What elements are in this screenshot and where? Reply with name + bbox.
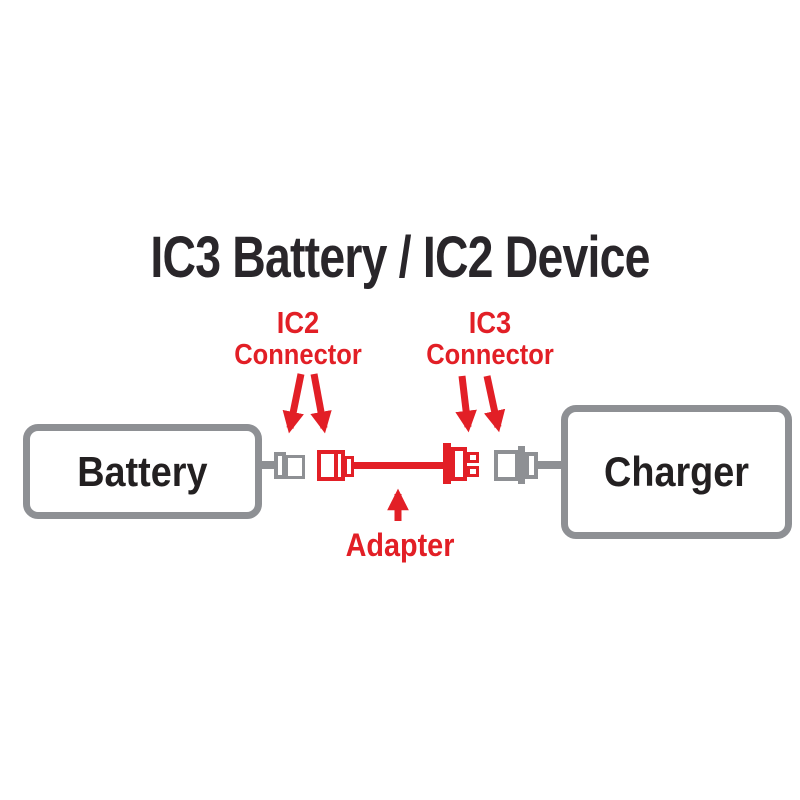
charger-wire xyxy=(536,461,566,469)
ic2-connector-callout: IC2 Connector xyxy=(210,306,386,371)
ic2-callout-name: IC2 xyxy=(276,305,320,340)
adapter-ic2-divider xyxy=(334,450,338,481)
adapter-ic2-body xyxy=(317,450,345,481)
ic3-callout-word: Connector xyxy=(426,339,554,371)
battery-connector-flange xyxy=(274,452,286,479)
adapter-ic3-body xyxy=(451,447,467,481)
ic2-left-down-arrow-icon xyxy=(282,373,305,434)
adapter-ic3-prong-top xyxy=(467,452,479,463)
adapter-ic3-flange xyxy=(443,443,451,484)
ic2-right-down-arrow-icon xyxy=(310,373,332,434)
charger-box: Charger xyxy=(561,405,792,539)
diagram-title: IC3 Battery / IC2 Device xyxy=(150,225,650,290)
ic3-connector-callout: IC3 Connector xyxy=(402,306,578,371)
battery-connector-body xyxy=(285,455,305,479)
adapter-ic2-nub xyxy=(344,456,354,477)
charger-label: Charger xyxy=(604,448,749,495)
ic3-right-down-arrow-icon xyxy=(483,375,506,433)
ic3-left-down-arrow-icon xyxy=(455,375,477,433)
charger-connector-body xyxy=(494,450,519,481)
ic2-callout-word: Connector xyxy=(234,339,362,371)
adapter-wire xyxy=(352,462,447,469)
charger-connector-nub xyxy=(525,452,538,479)
charger-connector-flange xyxy=(518,446,525,484)
adapter-callout: Adapter xyxy=(345,527,455,563)
battery-box: Battery xyxy=(23,424,262,519)
battery-label: Battery xyxy=(77,447,208,495)
ic3-callout-name: IC3 xyxy=(468,305,512,340)
adapter-ic3-prong-bottom xyxy=(467,466,479,477)
